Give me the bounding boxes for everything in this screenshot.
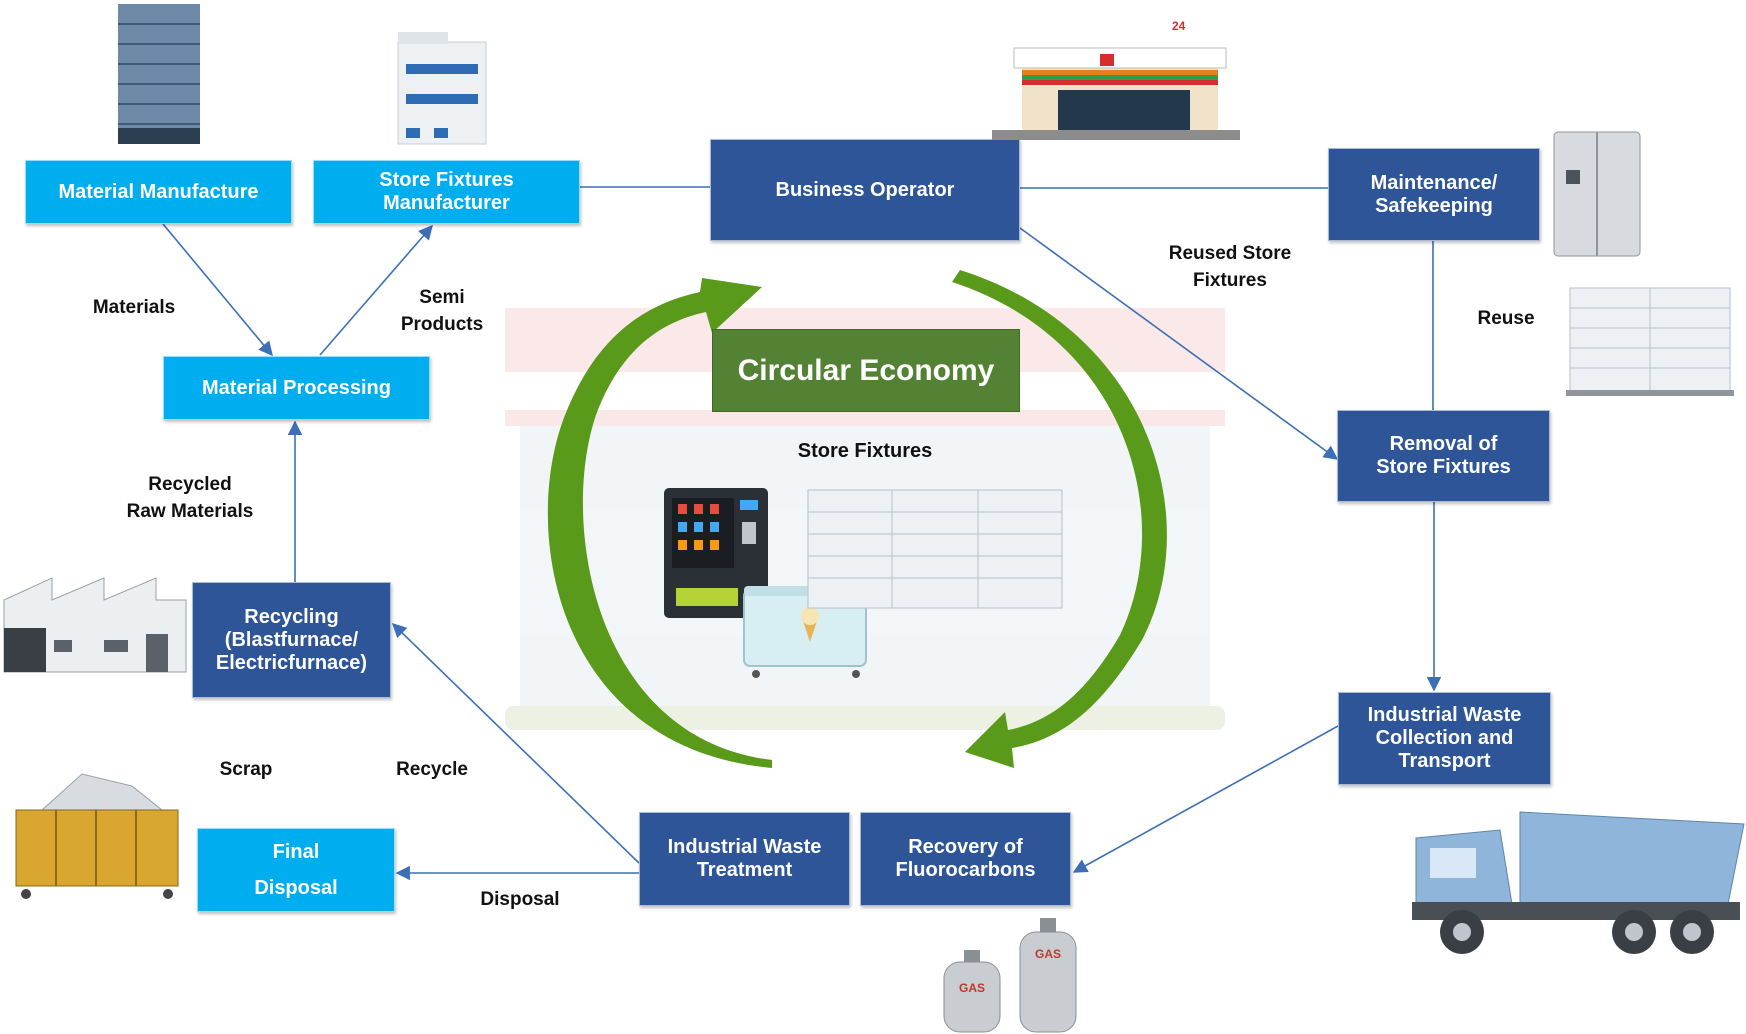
display-shelf-icon <box>806 488 1064 610</box>
svg-text:GAS: GAS <box>1035 947 1061 961</box>
edge-reused-store-fixtures <box>1019 227 1339 460</box>
recovery-fluorocarbons-box[interactable]: Recovery of Fluorocarbons <box>860 812 1071 906</box>
business-operator-box[interactable]: Business Operator <box>710 139 1020 241</box>
industrial-waste-treatment-box[interactable]: Industrial Waste Treatment <box>639 812 850 906</box>
maintenance-safekeeping-box[interactable]: Maintenance/ Safekeeping <box>1328 148 1540 241</box>
recycle-label: Recycle <box>396 759 468 780</box>
scrap-label: Scrap <box>219 759 273 780</box>
scrap-container-icon <box>12 766 182 904</box>
recycling-box[interactable]: Recycling (Blastfurnace/ Electricfurnace… <box>192 582 391 698</box>
recycled-raw-materials-label: Recycled Raw Materials <box>126 474 254 522</box>
disposal-label: Disposal <box>480 889 560 910</box>
vending-machine-icon <box>664 488 770 620</box>
factory-icon <box>0 570 188 674</box>
display-shelf-reuse-icon <box>1566 286 1734 398</box>
dump-truck-icon <box>1408 808 1746 958</box>
fixtures-factory-building-icon <box>392 28 492 146</box>
circular-economy-title: Circular Economy <box>712 329 1020 412</box>
final-disposal-box[interactable]: Final Disposal <box>197 828 395 912</box>
store-fixtures-manufacturer-box[interactable]: Store Fixtures Manufacturer <box>313 160 580 224</box>
cycle-arrows <box>547 270 1167 768</box>
store-fixtures-label: Store Fixtures <box>797 440 933 462</box>
semi-products-label: Semi Products <box>400 287 484 335</box>
materials-label: Materials <box>92 297 176 318</box>
gas-cylinder-icon: GAS <box>940 950 1004 1034</box>
office-building-icon <box>118 4 202 146</box>
reuse-label: Reuse <box>1477 308 1535 329</box>
gas-cylinder-icon: GAS <box>1016 918 1080 1034</box>
edge-recycle <box>391 622 640 864</box>
edge-collection-recovery <box>1072 725 1339 873</box>
material-processing-box[interactable]: Material Processing <box>163 356 430 420</box>
refrigerator-icon <box>1552 130 1642 258</box>
svg-text:GAS: GAS <box>959 981 985 995</box>
reused-store-fixtures-label: Reused Store Fixtures <box>1168 243 1292 291</box>
industrial-waste-collection-box[interactable]: Industrial Waste Collection and Transpor… <box>1338 692 1551 785</box>
edge-semi-products <box>319 224 433 356</box>
cycle-arrow-right <box>952 270 1167 768</box>
convenience-store-icon: 24 <box>992 16 1240 140</box>
removal-store-fixtures-box[interactable]: Removal of Store Fixtures <box>1337 410 1550 502</box>
cycle-arrow-left <box>547 278 772 768</box>
material-manufacture-box[interactable]: Material Manufacture <box>25 160 292 224</box>
edge-materials <box>162 223 273 357</box>
svg-text:24: 24 <box>1172 19 1186 33</box>
